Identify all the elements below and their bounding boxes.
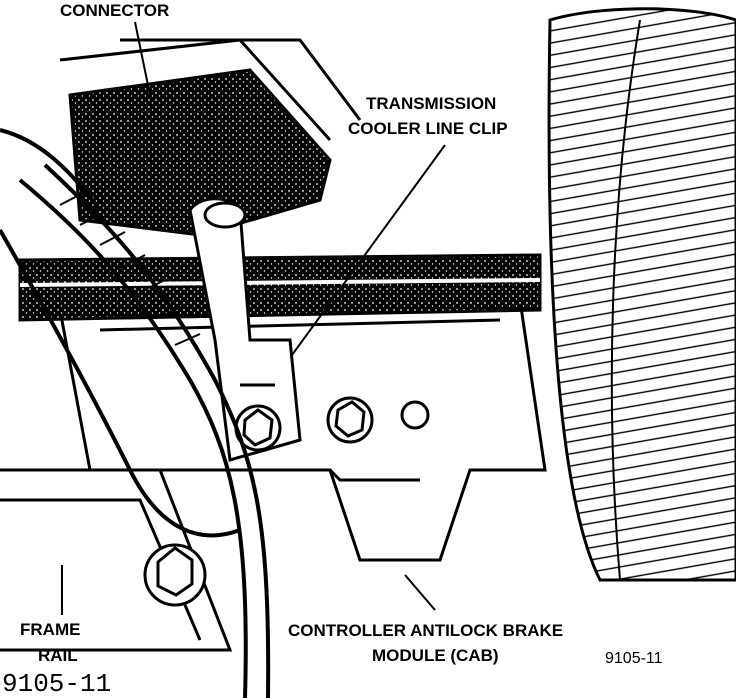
cooler-line-clip <box>188 197 302 462</box>
connector-body <box>59 38 362 237</box>
leader-lines <box>61 21 446 615</box>
label-clip-line1: TRANSMISSION <box>366 94 497 113</box>
label-clip-line2: COOLER LINE CLIP <box>348 119 508 138</box>
label-cab-line2: MODULE (CAB) <box>372 646 499 665</box>
label-frame-line1: FRAME <box>20 620 81 639</box>
label-frame-line2: RAIL <box>38 646 78 665</box>
wiring-harness <box>0 128 271 698</box>
harness-wraps <box>59 191 201 346</box>
label-connector: CONNECTOR <box>60 1 170 20</box>
figure-code: 9105-11 <box>605 650 663 667</box>
stamp-code: 9105-11 <box>2 669 112 698</box>
corrugated-housing <box>547 7 736 582</box>
crossmember <box>18 253 542 322</box>
bolts <box>143 396 430 607</box>
label-cab-line1: CONTROLLER ANTILOCK BRAKE <box>288 621 564 640</box>
